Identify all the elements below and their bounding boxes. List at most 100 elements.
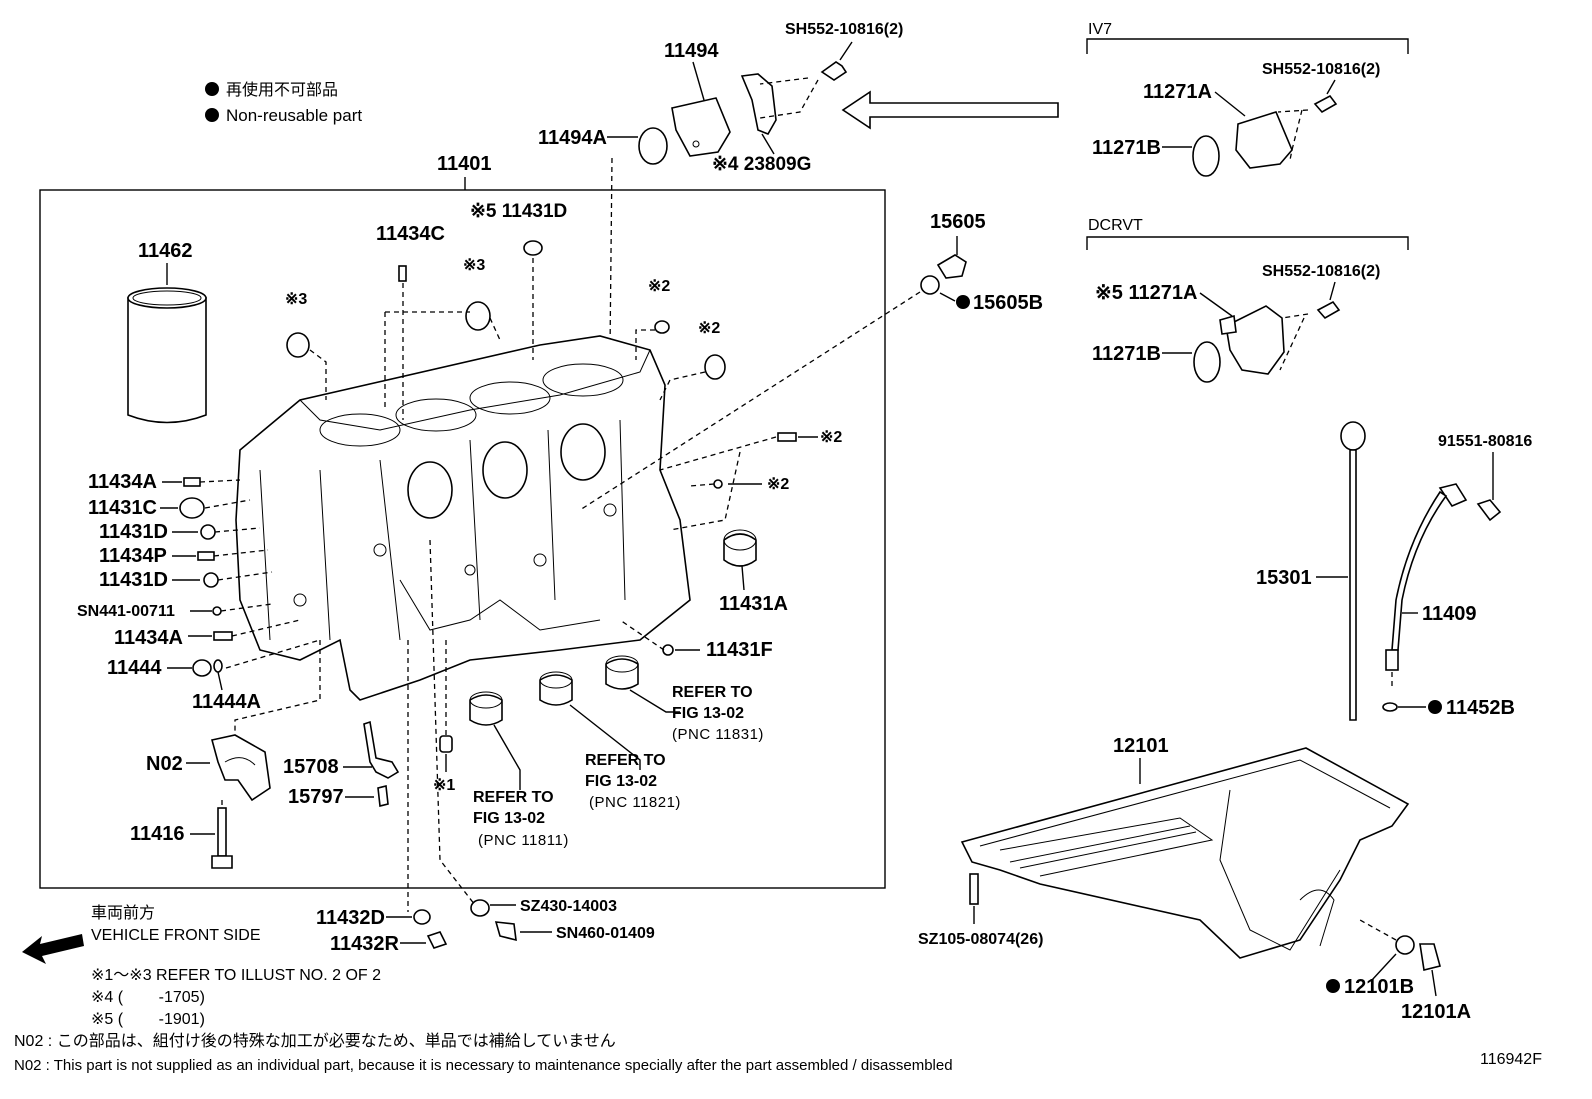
pointer-arrow-icon — [841, 90, 1059, 130]
label-11444: 11444 — [107, 657, 162, 679]
note-n02-en: N02 : This part is not supplied as an in… — [14, 1057, 953, 1074]
label-11494: 11494 — [664, 40, 719, 62]
label-x3-b: ※3 — [285, 291, 307, 308]
label-15301: 15301 — [1256, 567, 1312, 589]
group-iv7: IV7 — [1088, 21, 1112, 38]
label-23809G: ※4 23809G — [712, 154, 811, 175]
vehicle-front-arrow-icon — [22, 934, 84, 964]
label-x2-d: ※2 — [767, 476, 789, 493]
non-reusable-dot-icon — [205, 82, 219, 96]
legend-jp: 再使用不可部品 — [226, 81, 338, 99]
label-N02: N02 — [146, 753, 183, 775]
label-15605: 15605 — [930, 211, 986, 233]
label-x2-b: ※2 — [698, 320, 720, 337]
label-91551: 91551-80816 — [1438, 433, 1532, 450]
label-sz430: SZ430-14003 — [520, 898, 617, 915]
cover-11271A-dcrvt — [1225, 305, 1285, 375]
oil-pan-group: 12101 SZ105-08074(26) 12101B 12101A — [918, 735, 1471, 1023]
label-x1: ※1 — [433, 777, 455, 794]
direction-en: VEHICLE FRONT SIDE — [91, 927, 261, 944]
iv7-group: IV7 SH552-10816(2) 11271A 11271B — [1086, 21, 1409, 177]
ref-11821-line2: FIG 13-02 — [585, 773, 657, 790]
non-reusable-dot-icon — [1428, 700, 1442, 714]
ref-11821-line1: REFER TO — [585, 752, 666, 769]
direction-jp: 車両前方 — [91, 904, 155, 922]
figure-id: 116942F — [1480, 1051, 1542, 1068]
label-11431D-2: 11431D — [99, 569, 168, 591]
note-n02-jp: N02 : この部品は、組付け後の特殊な加工が必要なため、単品では補給していませ… — [14, 1032, 616, 1050]
ref-11811-line2: FIG 13-02 — [473, 810, 545, 827]
dcrvt-group: DCRVT SH552-10816(2) ※5 11271A 11271B — [1086, 217, 1409, 383]
label-12101: 12101 — [1113, 735, 1169, 757]
label-15797: 15797 — [288, 786, 344, 808]
label-11431D-top: ※5 11431D — [470, 201, 567, 222]
label-11416: 11416 — [130, 823, 185, 845]
cover-11271A-iv7 — [1235, 111, 1293, 169]
label-11434A-2: 11434A — [114, 627, 183, 649]
bracket-23809G — [740, 73, 777, 136]
label-11432R: 11432R — [330, 933, 400, 955]
label-12101B: 12101B — [1344, 976, 1414, 998]
note-x4: ※4 ( -1705) — [91, 989, 205, 1006]
label-sn460: SN460-01409 — [556, 925, 655, 942]
label-11462: 11462 — [138, 240, 193, 262]
label-dc-11271B: 11271B — [1092, 343, 1161, 365]
ref-11811-line3: (PNC 11811) — [478, 832, 569, 849]
label-11431A: 11431A — [719, 593, 788, 615]
note-x5: ※5 ( -1901) — [91, 1011, 205, 1028]
left-callouts: 11434A 11431C 11431D 11434P 11431D SN441… — [77, 471, 321, 713]
label-11434A-1: 11434A — [88, 471, 157, 493]
label-11431F: 11431F — [706, 639, 773, 661]
label-iv7-bolt: SH552-10816(2) — [1262, 61, 1380, 78]
oring-11271B-dcrvt — [1193, 341, 1221, 383]
label-11434P: 11434P — [99, 545, 167, 567]
cylinder-liner-11462: 11462 — [127, 240, 207, 424]
label-sz105: SZ105-08074(26) — [918, 931, 1043, 948]
label-x2-a: ※2 — [648, 278, 670, 295]
legend-en: Non-reusable part — [226, 106, 362, 125]
rear-cover-group: 11494 11494A ※4 23809G SH552-10816(2) — [538, 21, 903, 351]
label-11432D: 11432D — [316, 907, 385, 929]
label-12101A: 12101A — [1401, 1001, 1471, 1023]
block-plugs: 11434C ※5 11431D ※3 ※3 ※2 ※2 ※2 ※2 15605… — [285, 201, 1043, 531]
oring-11494A — [638, 127, 668, 165]
label-dc-11271A: ※5 11271A — [1095, 282, 1197, 304]
bearing-cap-group: N02 11416 15708 15797 — [130, 640, 400, 869]
direction-indicator: 車両前方 VEHICLE FRONT SIDE — [22, 904, 261, 964]
label-11444A: 11444A — [192, 691, 261, 713]
label-dc-bolt: SH552-10816(2) — [1262, 263, 1380, 280]
below-frame-items: 11432D 11432R SZ430-14003 SN460-01409 — [316, 539, 655, 955]
ref-11811-line1: REFER TO — [473, 789, 554, 806]
note-x1-x3: ※1～※3 REFER TO ILLUST NO. 2 OF 2 — [91, 967, 381, 984]
legend: 再使用不可部品 Non-reusable part — [205, 81, 362, 125]
label-11431C: 11431C — [88, 497, 157, 519]
cylinder-block — [235, 335, 691, 701]
label-iv7-11271B: 11271B — [1092, 137, 1161, 159]
label-11431D-1: 11431D — [99, 521, 168, 543]
label-bolt-top: SH552-10816(2) — [785, 21, 903, 38]
label-x3-a: ※3 — [463, 257, 485, 274]
label-11434C: 11434C — [376, 223, 445, 245]
ref-11821-line3: (PNC 11821) — [589, 794, 681, 811]
non-reusable-dot-icon — [956, 295, 970, 309]
bearing-cap-N02 — [211, 734, 271, 802]
crank-bearings: ※1 REFER TO FIG 13-02 (PNC 11831) REFER … — [433, 640, 763, 849]
ref-11831-line1: REFER TO — [672, 684, 753, 701]
label-11452B: 11452B — [1446, 697, 1515, 719]
label-15605B: 15605B — [973, 292, 1043, 314]
label-11494A: 11494A — [538, 127, 607, 149]
label-sn441: SN441-00711 — [77, 603, 175, 620]
label-iv7-11271A: 11271A — [1143, 81, 1212, 103]
ref-11831-line2: FIG 13-02 — [672, 705, 744, 722]
label-11401: 11401 — [437, 153, 492, 175]
block-right-items: 11431A 11431F — [619, 529, 788, 661]
label-15708: 15708 — [283, 756, 339, 778]
non-reusable-dot-icon — [1326, 979, 1340, 993]
non-reusable-dot-icon — [205, 108, 219, 122]
bolt-top — [820, 61, 848, 81]
label-11409: 11409 — [1422, 603, 1477, 625]
dipstick-group: 15301 91551-80816 11409 11452B — [1256, 421, 1532, 721]
label-x2-c: ※2 — [820, 429, 842, 446]
oring-11271B-iv7 — [1192, 135, 1220, 177]
